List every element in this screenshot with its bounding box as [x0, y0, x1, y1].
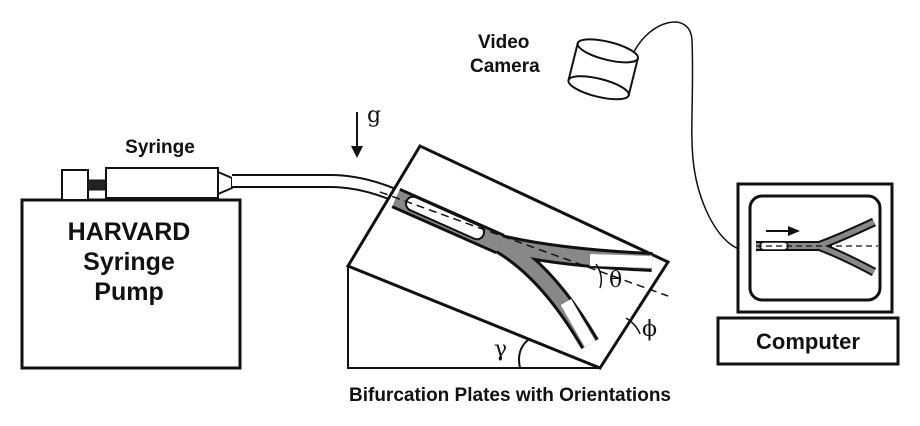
channel-lower-end — [560, 299, 596, 347]
gravity-indicator: g — [351, 103, 381, 158]
phi-arc — [625, 317, 641, 335]
gamma-label: γ — [494, 337, 507, 362]
pump-label-line2: Syringe — [83, 248, 175, 276]
camera-lens — [567, 75, 630, 101]
syringe-plunger-rod — [87, 179, 107, 191]
camera-back — [576, 38, 639, 64]
theta-arc — [595, 263, 603, 289]
syringe-plunger-block — [61, 169, 89, 201]
pump-body — [20, 198, 242, 370]
computer: Computer — [716, 182, 900, 366]
screen-bubble — [759, 241, 789, 251]
theta-label: θ — [609, 268, 622, 293]
computer-label: Computer — [756, 329, 860, 354]
phi-label: ϕ — [642, 317, 657, 342]
gravity-label: g — [367, 103, 381, 128]
gamma-arc — [518, 339, 529, 369]
gravity-arrowhead — [351, 146, 363, 158]
bifurcation-channels — [379, 187, 669, 350]
pump-label-line3: Pump — [94, 278, 163, 306]
bifurcation-plate: θ ϕ γ — [345, 144, 671, 370]
pump-label-line1: HARVARD — [68, 218, 191, 246]
syringe-label: Syringe — [125, 137, 195, 158]
syringe-tip — [217, 170, 233, 196]
screen-channel-down-fill — [817, 243, 876, 275]
camera-cable — [633, 21, 759, 255]
camera-label-line2: Camera — [470, 56, 540, 77]
syringe: Syringe — [61, 137, 233, 201]
syringe-pump: HARVARD Syringe Pump — [20, 198, 242, 370]
channel-upper-end — [589, 254, 653, 268]
syringe-barrel — [105, 167, 219, 199]
video-camera: Video Camera — [470, 32, 640, 101]
computer-base — [716, 316, 900, 366]
diagram-caption: Bifurcation Plates with Orientations — [349, 385, 671, 406]
screen-channel-up-fill — [817, 219, 876, 249]
camera-label-line1: Video — [478, 32, 529, 53]
screen-flow-arrowhead — [788, 226, 800, 236]
